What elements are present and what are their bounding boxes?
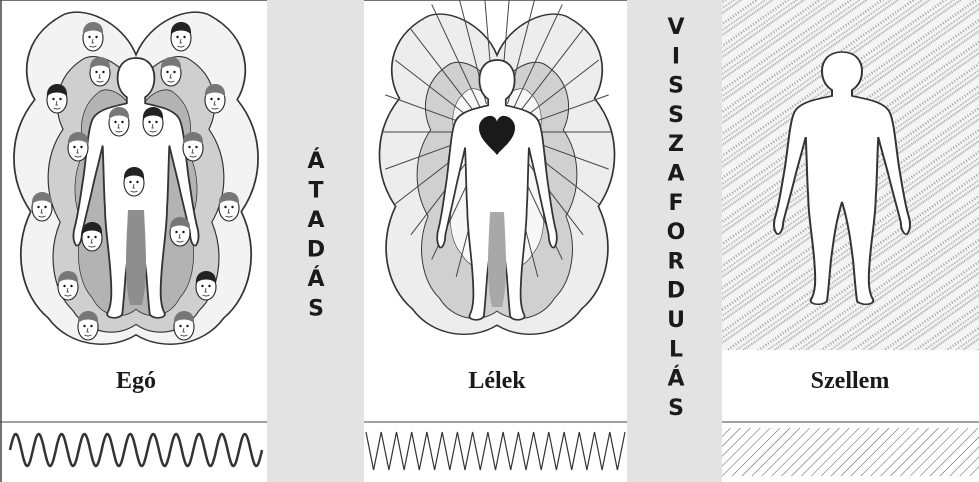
divider-letter: D <box>307 238 325 263</box>
wave-zigzag <box>366 432 625 470</box>
face-icon <box>68 132 88 161</box>
divider-letter: Á <box>307 266 324 292</box>
face-icon <box>170 217 190 246</box>
panel-label-soul: Lélek <box>468 368 526 394</box>
divider-letter: S <box>668 396 684 421</box>
face-icon <box>82 222 102 251</box>
face-icon <box>161 57 181 86</box>
face-icon <box>47 84 67 113</box>
face-icon <box>171 22 191 51</box>
divider-letter: Z <box>668 132 684 157</box>
face-icon <box>109 107 129 136</box>
divider-letter: I <box>672 44 680 69</box>
face-icon <box>196 271 216 300</box>
divider-letter: D <box>667 279 685 304</box>
face-icon <box>143 107 163 136</box>
soul-body-shadow <box>488 212 506 307</box>
divider-letter: S <box>668 74 684 99</box>
face-icon <box>174 311 194 340</box>
soul-figure <box>379 0 614 334</box>
face-icon <box>90 57 110 86</box>
face-icon <box>183 132 203 161</box>
divider-letter: Á <box>307 148 324 174</box>
divider-letter: T <box>308 179 323 204</box>
divider-letter: A <box>667 162 684 187</box>
face-icon <box>205 84 225 113</box>
divider-letter: R <box>668 249 685 274</box>
panel-label-ego: Egó <box>116 368 156 394</box>
face-icon <box>219 192 239 221</box>
divider-letter: S <box>668 103 684 128</box>
wave-sine <box>10 434 262 466</box>
face-icon <box>78 311 98 340</box>
divider-letter: U <box>667 308 685 333</box>
divider-letter: L <box>669 337 683 362</box>
divider-letter: O <box>667 220 686 245</box>
panel-label-spirit: Szellem <box>811 368 890 394</box>
divider-letter: V <box>667 15 684 40</box>
divider-letter: S <box>308 297 324 322</box>
ego-body-shadow <box>126 210 146 305</box>
divider-letter: Á <box>667 366 684 392</box>
face-icon <box>32 192 52 221</box>
divider-letter: F <box>668 191 683 216</box>
face-icon <box>83 22 103 51</box>
face-icon <box>58 271 78 300</box>
divider-letter: A <box>307 208 324 233</box>
wave-hatch <box>722 428 979 476</box>
face-icon <box>124 167 144 196</box>
